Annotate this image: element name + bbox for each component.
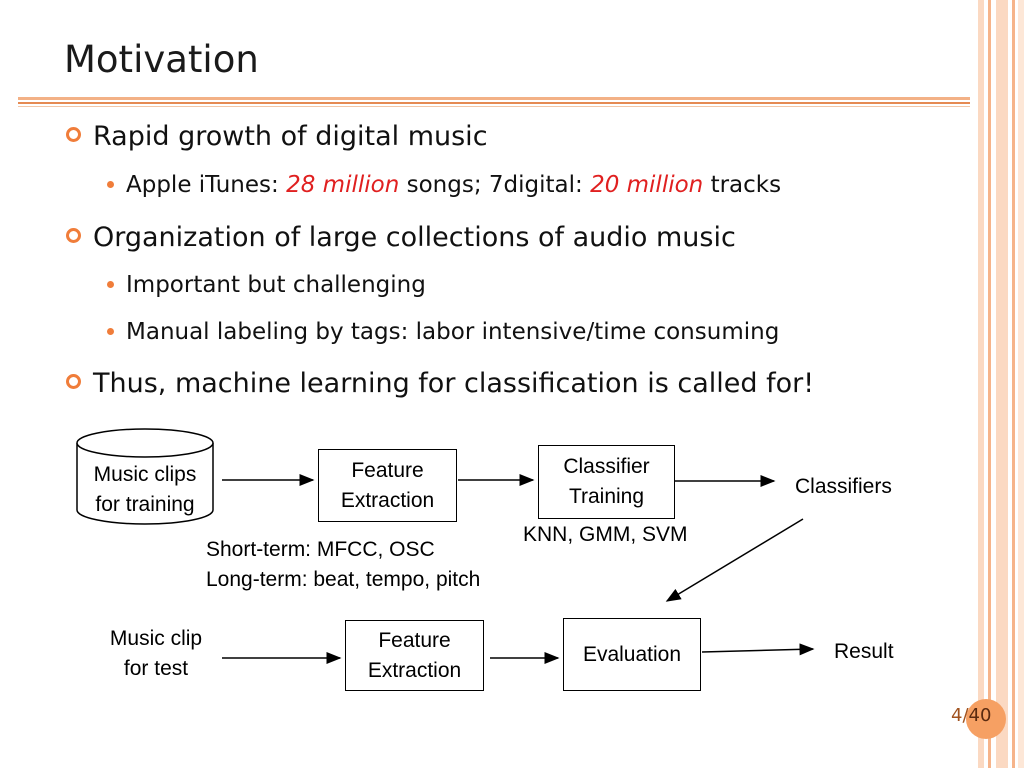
result-label: Result xyxy=(834,640,894,663)
highlight-text: 20 million xyxy=(590,172,704,198)
bullet-item: Rapid growth of digital music xyxy=(66,121,488,152)
sub-bullet-text: Manual labeling by tags: labor intensive… xyxy=(126,319,780,345)
database-cylinder-icon xyxy=(76,428,214,525)
dot-bullet-icon xyxy=(107,181,114,188)
dot-bullet-icon xyxy=(107,328,114,335)
text-run: Apple iTunes: xyxy=(126,172,287,198)
title-divider xyxy=(18,97,970,100)
right-stripe xyxy=(988,0,991,768)
bullet-item: Thus, machine learning for classificatio… xyxy=(66,368,814,399)
page-separator: / xyxy=(962,705,969,726)
text-run: tracks xyxy=(703,172,782,198)
highlight-text: 28 million xyxy=(286,172,400,198)
text-line: for test xyxy=(123,657,189,680)
page-total: 40 xyxy=(968,705,992,726)
long-term-features-label: Long-term: beat, tempo, pitch xyxy=(206,568,481,591)
right-stripe xyxy=(996,0,1008,768)
ring-bullet-icon xyxy=(66,228,81,243)
arrow-to-result xyxy=(701,643,815,656)
classifiers-label: Classifiers xyxy=(795,475,892,498)
text-line: Music clips xyxy=(93,463,197,486)
text-line: Extraction xyxy=(340,488,435,512)
test-input-label: Music clip for test xyxy=(90,624,222,684)
text-line: Training xyxy=(568,485,645,508)
slide-title: Motivation xyxy=(64,38,259,81)
sub-bullet-text: Important but challenging xyxy=(126,272,426,298)
bullet-text: Organization of large collections of aud… xyxy=(93,222,736,253)
ring-bullet-icon xyxy=(66,127,81,142)
sub-bullet-item: Important but challenging xyxy=(107,272,426,298)
classifier-methods-label: KNN, GMM, SVM xyxy=(523,523,688,546)
page-number: 4/40 xyxy=(951,705,991,726)
text-line: Feature xyxy=(378,628,451,652)
evaluation-box: Evaluation xyxy=(563,618,701,691)
training-input-label: Music clips for training xyxy=(77,460,213,520)
arrow-classifiers-to-evaluation xyxy=(665,518,804,602)
text-line: Extraction xyxy=(367,658,462,682)
sub-bullet-item: Apple iTunes: 28 million songs; 7digital… xyxy=(107,172,781,198)
right-stripe xyxy=(978,0,984,768)
bullet-item: Organization of large collections of aud… xyxy=(66,222,736,253)
bullet-text: Thus, machine learning for classificatio… xyxy=(93,368,815,399)
ring-bullet-icon xyxy=(66,374,81,389)
text-line: Music clip xyxy=(109,627,203,650)
sub-bullet-item: Manual labeling by tags: labor intensive… xyxy=(107,319,779,345)
page-current: 4 xyxy=(951,705,963,726)
bullet-text: Rapid growth of digital music xyxy=(93,121,488,152)
text-line: Feature xyxy=(351,458,424,482)
text-run: songs; 7digital: xyxy=(399,172,591,198)
short-term-features-label: Short-term: MFCC, OSC xyxy=(206,538,435,561)
text-line: for training xyxy=(95,493,195,516)
title-divider xyxy=(18,106,970,107)
feature-extraction-box-training: Feature Extraction xyxy=(318,449,457,522)
text-line: Classifier xyxy=(563,455,650,478)
right-stripe xyxy=(1018,0,1024,768)
sub-bullet-text: Apple iTunes: 28 million songs; 7digital… xyxy=(126,172,781,198)
feature-extraction-box-test: Feature Extraction xyxy=(345,620,484,691)
right-stripe xyxy=(1012,0,1015,768)
classifier-training-box: Classifier Training xyxy=(538,445,675,519)
title-divider xyxy=(18,102,970,104)
dot-bullet-icon xyxy=(107,281,114,288)
page-number-circle xyxy=(966,699,1006,739)
